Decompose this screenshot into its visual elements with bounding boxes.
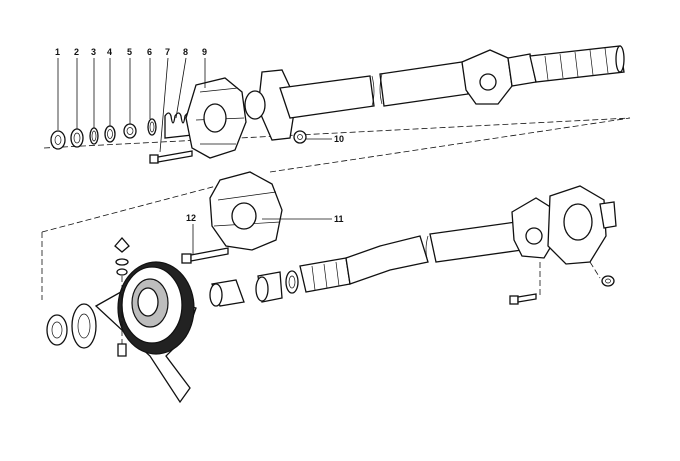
sleeve-ring-set [209, 270, 299, 307]
callout-6: 6 [147, 47, 152, 57]
flex-coupling-part-9 [185, 77, 247, 159]
upper-universal-joint [461, 49, 537, 105]
callout-12: 12 [186, 213, 196, 223]
callout-labels: 1 2 3 4 5 6 7 8 9 10 11 12 [55, 47, 344, 224]
callout-10: 10 [334, 134, 344, 144]
upper-assembly [41, 45, 631, 300]
callout-9: 9 [202, 47, 207, 57]
callout-1: 1 [55, 47, 60, 57]
ring-part-5 [123, 123, 137, 139]
ring-part-4 [104, 125, 116, 143]
flange-bolt-lower [509, 293, 537, 305]
callout-11: 11 [334, 214, 344, 224]
ring-part-6 [147, 118, 157, 136]
dashed-guide-mid [41, 184, 221, 233]
lower-universal-joint [511, 185, 617, 265]
bolt-part-7 [149, 150, 193, 164]
dashed-guide-right [269, 117, 631, 173]
upper-shaft-tube [244, 61, 469, 141]
bolt-part-12 [181, 247, 229, 264]
dashed-guide-nut-lower [589, 261, 601, 279]
washer-bolt-stack [114, 237, 130, 357]
callout-2: 2 [74, 47, 79, 57]
bearing-pair-left [46, 303, 97, 349]
flex-coupling-part-11 [209, 171, 283, 251]
dashed-guide-upper [43, 117, 631, 149]
nut-part-10 [293, 130, 307, 144]
callout-leaders [57, 57, 332, 254]
callout-3: 3 [91, 47, 96, 57]
splined-output-shaft [529, 45, 625, 83]
lower-assembly [46, 171, 617, 404]
callout-8: 8 [183, 47, 188, 57]
flange-nut-lower [601, 275, 615, 287]
ring-part-2 [70, 128, 84, 148]
callout-4: 4 [107, 47, 112, 57]
ring-part-1 [50, 130, 66, 150]
callout-7: 7 [165, 47, 170, 57]
callout-5: 5 [127, 47, 132, 57]
lower-shaft-tube [299, 221, 523, 293]
center-bearing-support [94, 261, 197, 404]
ring-part-3 [89, 127, 99, 145]
